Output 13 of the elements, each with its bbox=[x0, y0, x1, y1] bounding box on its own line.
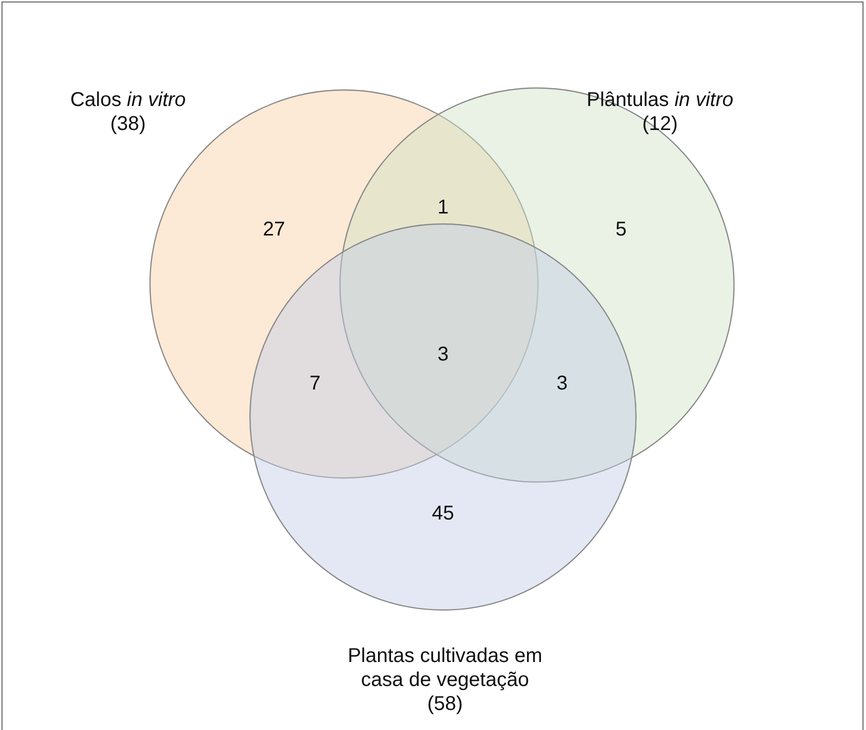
region-count: 1 bbox=[437, 196, 449, 220]
region-count: 3 bbox=[556, 372, 568, 396]
region-count: 27 bbox=[262, 218, 286, 242]
region-count: 45 bbox=[432, 502, 454, 526]
set-count: (38) bbox=[110, 112, 146, 136]
set-name: Plântulas in vitro bbox=[586, 88, 734, 112]
region-count: 5 bbox=[615, 218, 627, 242]
region-count: 7 bbox=[309, 372, 321, 396]
set-count: (58) bbox=[427, 692, 463, 716]
set-count: (12) bbox=[642, 112, 678, 136]
set-name: Calos in vitro bbox=[70, 88, 186, 112]
region-count: 3 bbox=[437, 344, 449, 366]
set-name: Plantas cultivadas em casa de vegetação bbox=[346, 644, 544, 692]
